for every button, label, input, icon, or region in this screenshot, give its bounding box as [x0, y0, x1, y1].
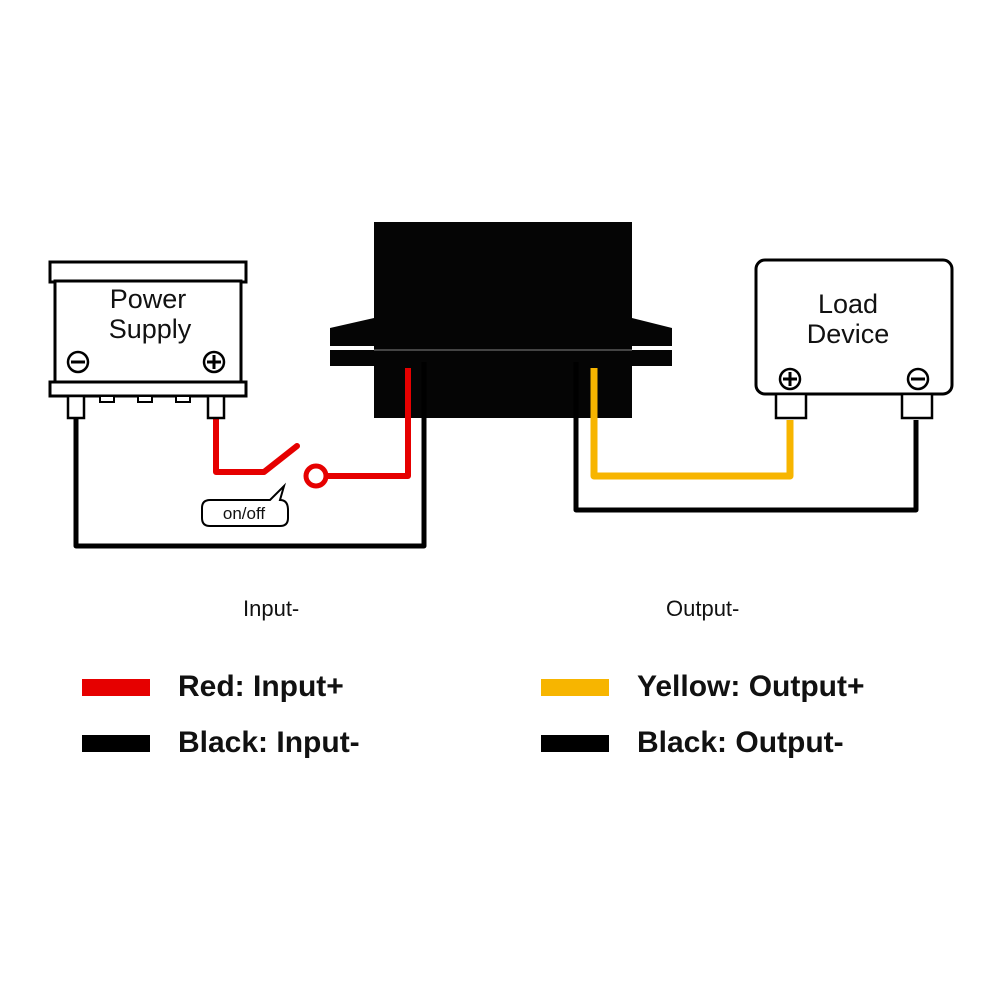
minus-circle-icon — [66, 350, 90, 374]
legend-black-input-label: Black: Input- — [178, 726, 360, 759]
power-supply: Power Supply — [48, 260, 248, 420]
load-positive-terminal — [774, 392, 808, 420]
switch-label-callout: on/off — [201, 482, 289, 527]
psu-negative-terminal — [66, 394, 86, 420]
load-device-label-line1: Load — [818, 289, 878, 319]
legend-red: Red: Input+ — [82, 670, 344, 704]
yellow-output-wire — [590, 368, 794, 480]
minus-circle-icon — [906, 367, 930, 391]
load-device-label-line2: Device — [807, 319, 890, 349]
legend-yellow-label: Yellow: Output+ — [637, 670, 865, 703]
plus-circle-icon — [202, 350, 226, 374]
black-swatch — [82, 734, 150, 752]
red-input-wire-psu — [213, 415, 300, 475]
load-negative-terminal — [900, 392, 934, 420]
legend-black-output: Black: Output- — [541, 726, 844, 760]
black-input-wire — [73, 362, 427, 549]
black-swatch — [541, 734, 609, 752]
legend-yellow: Yellow: Output+ — [541, 670, 865, 704]
black-output-wire — [573, 362, 919, 513]
psu-positive-terminal — [206, 394, 226, 420]
legend-red-label: Red: Input+ — [178, 670, 344, 703]
switch-label: on/off — [223, 504, 266, 523]
legend-black-input: Black: Input- — [82, 726, 360, 760]
switch-contact — [303, 463, 329, 489]
plus-circle-icon — [778, 367, 802, 391]
load-device: Load Device — [754, 258, 954, 420]
power-supply-label-line1: Power — [110, 284, 187, 314]
input-section-label: Input- — [243, 596, 300, 621]
yellow-swatch — [541, 678, 609, 696]
power-supply-label-line2: Supply — [109, 314, 192, 344]
output-section-label: Output- — [666, 596, 740, 621]
red-swatch — [82, 678, 150, 696]
red-input-wire-module — [328, 368, 411, 479]
converter-module — [330, 222, 672, 418]
legend-black-output-label: Black: Output- — [637, 726, 844, 759]
